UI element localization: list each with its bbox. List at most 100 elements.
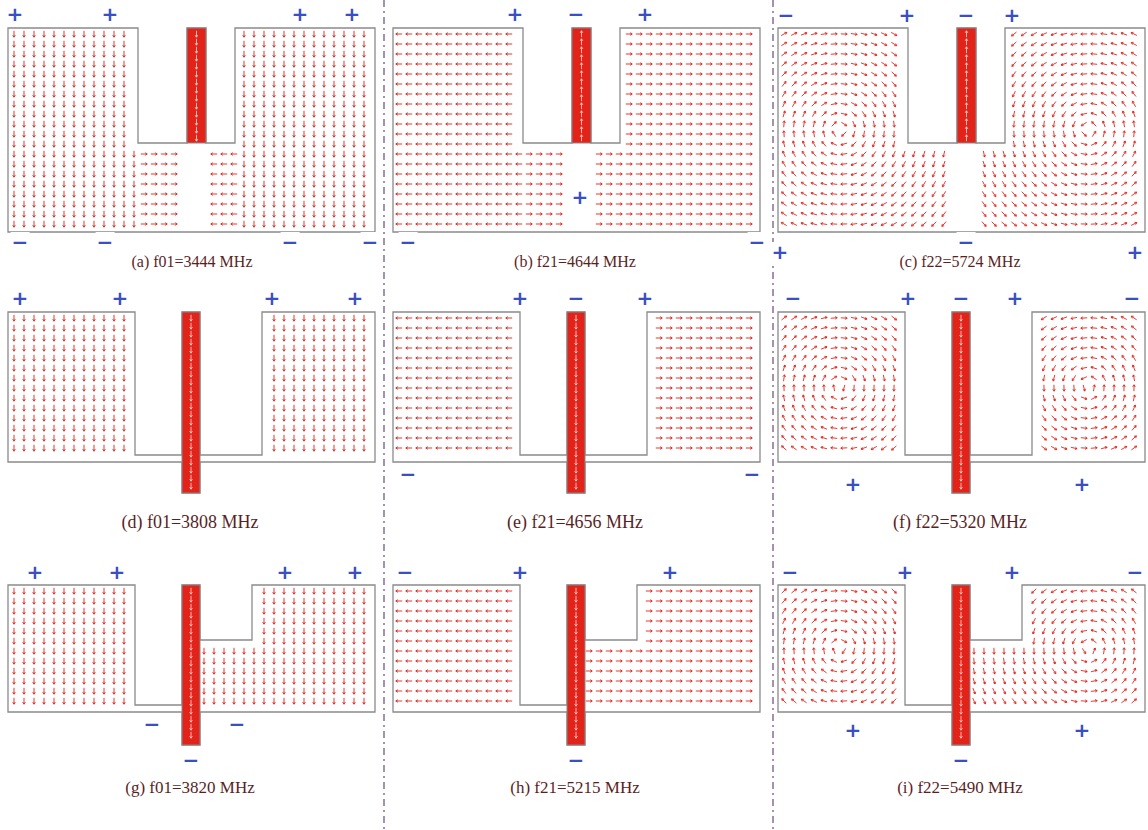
figure-caption: (a) f01=3444 MHz [132, 253, 253, 271]
polarity-sign: − [784, 288, 803, 308]
polarity-sign: + [346, 288, 365, 308]
feed-strip [952, 585, 970, 745]
feed-strip [572, 28, 591, 143]
polarity-sign: + [1003, 5, 1022, 25]
polarity-sign: − [399, 232, 418, 252]
polarity-sign: + [661, 562, 680, 582]
polarity-sign: + [108, 562, 127, 582]
polarity-sign: + [26, 562, 45, 582]
polarity-sign: + [844, 720, 863, 740]
polarity-sign: − [748, 232, 767, 252]
figure-caption: (g) f01=3820 MHz [125, 778, 255, 798]
polarity-sign: − [567, 288, 586, 308]
polarity-sign: + [771, 242, 790, 262]
polarity-sign: − [228, 714, 247, 734]
antenna-panel [8, 28, 375, 232]
patch-outline [8, 585, 375, 745]
polarity-sign: + [346, 562, 365, 582]
feed-strip [187, 28, 206, 143]
antenna-panel [778, 28, 1145, 232]
polarity-sign: + [1073, 474, 1092, 494]
polarity-sign: + [111, 288, 130, 308]
feed-strip [182, 585, 200, 745]
polarity-sign: + [896, 562, 915, 582]
figure-caption: (h) f21=5215 MHz [510, 778, 640, 798]
strip-vectors [580, 31, 583, 141]
polarity-sign: − [11, 232, 30, 252]
polarity-sign: − [396, 562, 415, 582]
antenna-panel [8, 312, 375, 493]
antenna-panel [393, 28, 760, 232]
patch-outline [778, 312, 1145, 493]
polarity-sign: + [1126, 242, 1145, 262]
patch-outline [778, 28, 1145, 232]
figure-caption: (b) f21=4644 MHz [514, 253, 636, 271]
antenna-panel [393, 585, 760, 745]
polarity-sign: + [899, 288, 918, 308]
patch-outline [8, 28, 375, 232]
polarity-sign: − [361, 232, 380, 252]
antenna-panel [778, 585, 1145, 745]
polarity-sign: − [957, 5, 976, 25]
patch-outline [393, 28, 760, 232]
feed-strip [567, 312, 585, 493]
patch-outline [8, 312, 375, 493]
strip-vectors [575, 315, 578, 489]
polarity-sign: − [96, 232, 115, 252]
polarity-sign: + [11, 288, 30, 308]
polarity-sign: + [844, 474, 863, 494]
strip-vectors [195, 31, 198, 141]
strip-vectors [960, 315, 963, 489]
polarity-sign: − [1126, 562, 1145, 582]
polarity-sign: + [1003, 562, 1022, 582]
polarity-sign: + [571, 187, 590, 207]
panel-divider [772, 0, 773, 830]
polarity-sign: + [511, 288, 530, 308]
polarity-sign: + [101, 4, 120, 24]
polarity-sign: + [506, 4, 525, 24]
polarity-sign: − [743, 464, 762, 484]
strip-vectors [575, 588, 578, 738]
strip-vectors [190, 315, 193, 489]
figure-caption: (e) f21=4656 MHz [507, 512, 643, 533]
polarity-sign: − [1123, 288, 1142, 308]
polarity-sign: + [263, 288, 282, 308]
polarity-sign: + [1006, 288, 1025, 308]
polarity-sign: + [6, 4, 25, 24]
polarity-sign: + [291, 4, 310, 24]
polarity-sign: + [276, 562, 295, 582]
feed-strip [952, 312, 970, 493]
polarity-sign: + [511, 562, 530, 582]
polarity-sign: − [182, 750, 201, 770]
strip-vectors [965, 31, 968, 141]
antenna-panel [8, 585, 375, 745]
polarity-sign: − [781, 562, 800, 582]
strip-vectors [190, 588, 193, 738]
patch-outline [393, 312, 760, 493]
figure-caption: (i) f22=5490 MHz [897, 778, 1023, 798]
antenna-panel [393, 312, 760, 493]
feed-strip [182, 312, 200, 493]
figure-caption: (f) f22=5320 MHz [893, 512, 1027, 533]
polarity-sign: − [281, 232, 300, 252]
polarity-sign: − [957, 232, 976, 252]
polarity-sign: − [567, 4, 586, 24]
polarity-sign: − [143, 714, 162, 734]
strip-vectors [960, 588, 963, 738]
figure-caption: (c) f22=5724 MHz [900, 253, 1021, 271]
feed-strip [957, 28, 976, 143]
patch-outline [393, 585, 760, 745]
polarity-sign: − [952, 288, 971, 308]
patch-outline [778, 585, 1145, 745]
polarity-sign: − [567, 750, 586, 770]
panel-divider [383, 0, 384, 830]
polarity-sign: + [1073, 720, 1092, 740]
polarity-sign: − [399, 464, 418, 484]
polarity-sign: − [777, 5, 796, 25]
polarity-sign: + [636, 4, 655, 24]
polarity-sign: + [636, 288, 655, 308]
polarity-sign: + [898, 5, 917, 25]
